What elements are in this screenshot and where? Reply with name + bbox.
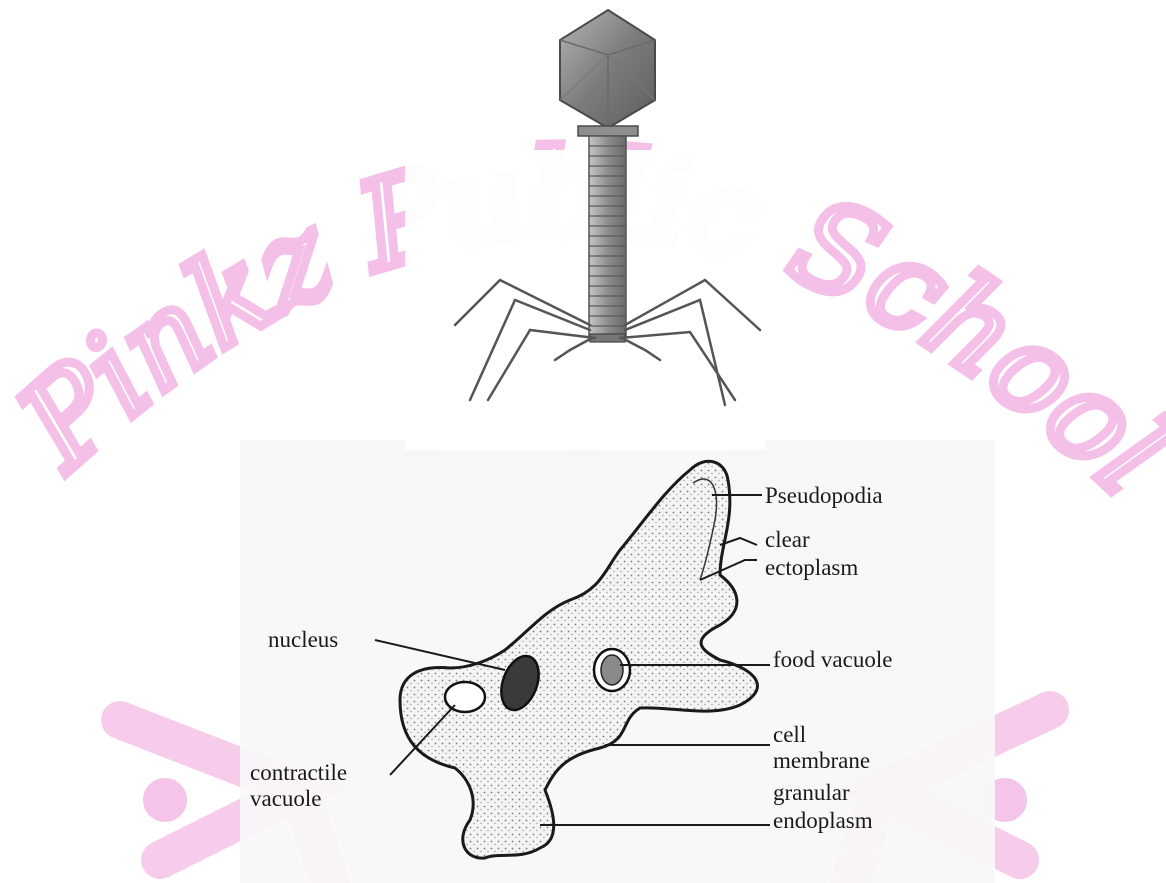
scan-panel-top (405, 150, 765, 450)
label-granular-endoplasm-1: granular (773, 780, 850, 805)
label-granular-endoplasm-2: endoplasm (773, 808, 873, 833)
label-cell-membrane-1: cell (773, 722, 806, 747)
label-clear-ectoplasm-2: ectoplasm (765, 555, 858, 580)
label-nucleus: nucleus (268, 627, 338, 652)
food-vacuole-inner (601, 655, 623, 685)
label-pseudopodia: Pseudopodia (765, 483, 883, 508)
label-food-vacuole: food vacuole (773, 647, 892, 672)
phage-collar (578, 126, 638, 136)
watermark-dot-left (143, 778, 187, 822)
label-clear-ectoplasm-1: clear (765, 527, 810, 552)
label-contractile-vacuole-1: contractile (250, 760, 347, 785)
label-contractile-vacuole-2: vacuole (250, 786, 322, 811)
contractile-vacuole (445, 682, 485, 712)
label-cell-membrane-2: membrane (773, 748, 870, 773)
